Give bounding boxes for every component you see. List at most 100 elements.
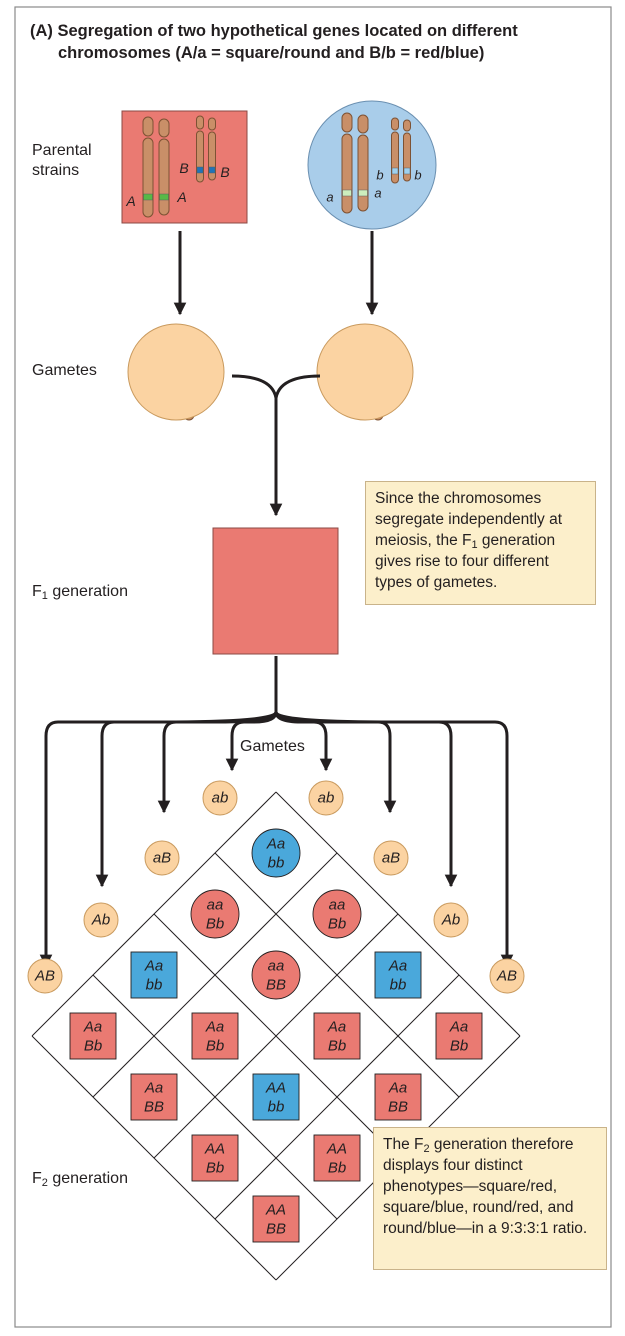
chrom-parent-right-long-1-arm-upper [341,112,353,133]
genotype-line-1: aa [207,897,224,914]
chrom-parent-left-long-1-arm-lower [142,137,154,218]
gamete-right-1-circle [308,780,344,816]
genotype-line-2: BB [388,1099,408,1116]
label-f2-generation: F2 generation [32,1169,128,1189]
phenotype-square [435,1012,483,1060]
phenotype-circle [190,889,240,939]
gamete-left-1: AB [27,958,63,994]
note-independent-segregation: Since the chromosomes segregate independ… [365,481,596,605]
gamete-left-1-circle [27,958,63,994]
gamete-left-2-label: Ab [91,912,110,929]
f2-sub: 2 [41,1177,48,1189]
genotype-line-2: bb [146,977,163,994]
label-gametes-center: Gametes [240,738,305,755]
genotype-line-1: Aa [327,1019,346,1036]
gamete-left-4: ab [202,780,238,816]
gamete-circle-right [316,323,414,421]
figure-title: (A) Segregation of two hypothetical gene… [30,20,590,64]
branch-arrow-3 [157,711,278,814]
genotype-line-1: aa [268,958,285,975]
genotype-line-2: bb [390,977,407,994]
parental-circle-blue [307,100,437,230]
branch-arrow-8 [274,711,514,968]
chrom-parent-left-short-1-arm-lower [196,130,204,183]
grid-line-b-2 [153,913,399,1159]
note2-part1: The F [383,1136,424,1153]
genotype-line-2: Bb [84,1038,102,1055]
phenotype-square [374,1073,422,1121]
grid-line-b-3 [92,974,338,1220]
chrom-parent-left-long-2-allele-band [159,193,169,201]
phenotype-square [191,1134,239,1182]
phenotype-square [313,1134,361,1182]
chrom-parent-left-short-1-allele-band [196,166,204,174]
gamete-left-4-circle [202,780,238,816]
chrom-parent-right-long-1-arm-lower [341,133,353,214]
gamete-right-1-label: ab [318,790,335,807]
phenotype-circle [251,950,301,1000]
genotype-line-1: AA [265,1080,286,1097]
gamete-left-1-label: AB [34,968,55,985]
f1-prefix: F [32,583,42,600]
allele-label-parent-left-3: B [179,160,188,176]
chrom-parent-right-short-1-arm-lower [391,131,399,184]
arrow-merge [231,374,321,515]
phenotype-square [191,1012,239,1060]
allele-label-parent-left-4: B [220,164,229,180]
genotype-line-2: Bb [328,1160,346,1177]
genotype-line-2: bb [268,1099,285,1116]
chrom-parent-right-short-2-allele-band [403,167,411,175]
gamete-left-4-label: ab [212,790,229,807]
gamete-left-3-circle [144,840,180,876]
chrom-parent-left-short-2 [208,117,216,181]
genotype-line-2: BB [266,977,286,994]
gamete-right-3-circle [433,902,469,938]
gamete-right-3-label: Ab [441,912,460,929]
genotype-line-2: Bb [450,1038,468,1055]
chrom-parent-right-short-1-allele-band [391,167,399,175]
gamete-right-2: aB [373,840,409,876]
title-line-1: (A) Segregation of two hypothetical gene… [30,22,518,40]
punnett-grid [31,791,521,1281]
chrom-parent-right-long-1 [341,112,353,214]
phenotype-square [130,1073,178,1121]
f1-square-red [212,527,339,655]
phenotype-circle [251,828,301,878]
chrom-parent-right-long-2 [357,114,369,212]
allele-label-parent-right-1: a [326,190,333,205]
allele-label-parent-right-4: b [414,168,421,183]
gamete-left-2: Ab [83,902,119,938]
genotype-line-1: Aa [205,1019,224,1036]
genotype-line-2: BB [266,1221,286,1238]
label-gametes: Gametes [32,362,97,379]
phenotype-square [69,1012,117,1060]
gamete-right-3: Ab [433,902,469,938]
grid-line-a-3 [214,974,460,1220]
genotype-line-1: AA [204,1141,225,1158]
punnett-cell-12: AA bb [252,1073,300,1121]
genotype-line-2: Bb [206,1038,224,1055]
gamete-right-4-circle [489,958,525,994]
gamete-circle-left [127,323,225,421]
genotype-line-1: Aa [388,1080,407,1097]
chrom-parent-left-long-1-arm-upper [142,116,154,137]
gamete-right-1: ab [308,780,344,816]
chrom-parent-right-short-2 [403,119,411,182]
genotype-line-1: aa [329,897,346,914]
genotype-line-1: Aa [83,1019,102,1036]
gamete-left-3: aB [144,840,180,876]
f1-sub: 1 [41,590,48,602]
gamete-right-2-label: aB [382,850,400,867]
gamete-left-3-label: aB [153,850,171,867]
chrom-parent-right-long-1-allele-band [342,189,352,197]
